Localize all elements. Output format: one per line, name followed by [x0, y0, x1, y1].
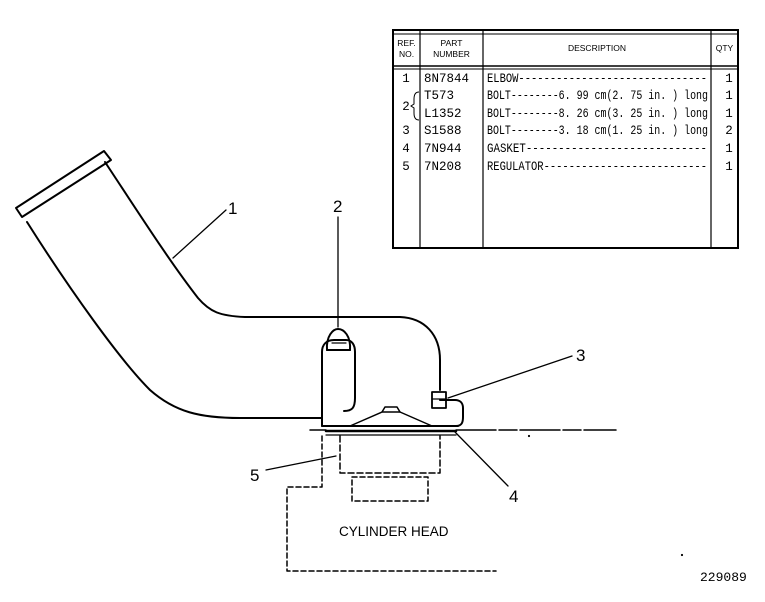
- row-3-part: S1588: [424, 124, 462, 138]
- leader-1: [172, 209, 227, 259]
- cylinder-head-label: CYLINDER HEAD: [339, 524, 449, 539]
- row-2b-qty: 1: [725, 107, 733, 121]
- row-1-qty: 1: [725, 72, 733, 86]
- table-body: 1 8N7844 ELBOW--------------------------…: [402, 72, 733, 174]
- header-part-line2: NUMBER: [433, 49, 470, 59]
- row-2a-qty: 1: [725, 89, 733, 103]
- callout-4: 4: [509, 487, 518, 506]
- gasket: [324, 429, 458, 436]
- boss-outline: [321, 339, 356, 419]
- cylinder-head-outline: [286, 435, 497, 572]
- leader-5: [265, 455, 337, 471]
- row-2a-desc: BOLT--------6. 99 cm(2. 75 in. ) long: [487, 89, 708, 103]
- header-description: DESCRIPTION: [568, 43, 626, 53]
- drawing: [15, 150, 684, 572]
- table-border: [392, 29, 739, 249]
- flange-center-nut: [381, 406, 401, 413]
- row-5-qty: 1: [725, 160, 733, 174]
- regulator-body: [339, 435, 441, 474]
- speck-1: [527, 434, 531, 438]
- callout-labels: 1 2 3 4 5: [228, 197, 585, 506]
- row-5-desc: REGULATOR--------------------------: [487, 160, 707, 174]
- row-1-desc: ELBOW------------------------------: [487, 72, 707, 86]
- elbow-outer-contour: [26, 221, 323, 419]
- row-4-ref: 4: [402, 142, 410, 156]
- header-part-line1: PART: [441, 38, 463, 48]
- row-2-group-ref: 2: [402, 100, 410, 114]
- regulator-lower: [351, 476, 429, 502]
- leader-4: [454, 431, 509, 487]
- row-4-part: 7N944: [424, 142, 462, 156]
- row-3-ref: 3: [402, 124, 410, 138]
- callout-3: 3: [576, 346, 585, 365]
- figure-number: 229089: [700, 570, 747, 585]
- header-ref-line2: NO.: [399, 49, 414, 59]
- callout-2: 2: [333, 197, 342, 216]
- row-4-qty: 1: [725, 142, 733, 156]
- row-3-qty: 2: [725, 124, 733, 138]
- elbow-flange: [15, 150, 112, 218]
- bolt-boss: [321, 339, 356, 419]
- header-ref-line1: REF.: [397, 38, 415, 48]
- speck-2: [680, 553, 684, 557]
- row-4-desc: GASKET----------------------------: [487, 142, 707, 156]
- table-header: REF. NO. PART NUMBER DESCRIPTION QTY: [397, 38, 733, 59]
- specks: [527, 434, 684, 557]
- ref-2-bracket: [410, 91, 420, 121]
- elbow-inner-contour: [104, 161, 441, 391]
- elbow-pipe: [15, 150, 441, 419]
- row-1-ref: 1: [402, 72, 410, 86]
- regulator: [339, 435, 441, 502]
- bolt-3-head: [431, 391, 447, 409]
- row-5-ref: 5: [402, 160, 410, 174]
- row-2b-part: L1352: [424, 107, 462, 121]
- bolt-2-dome: [325, 328, 352, 351]
- flange-plate: [321, 399, 464, 427]
- leader-lines: [172, 209, 573, 487]
- leader-3: [447, 355, 573, 399]
- mounting-flange: [321, 399, 464, 427]
- row-3-desc: BOLT--------3. 18 cm(1. 25 in. ) long: [487, 124, 708, 138]
- row-2a-part: T573: [424, 89, 454, 103]
- cylinder-head-dash: [286, 435, 497, 572]
- callout-1: 1: [228, 199, 237, 218]
- header-qty: QTY: [716, 43, 734, 53]
- parts-table: [392, 29, 739, 249]
- callout-5: 5: [250, 466, 259, 485]
- row-5-part: 7N208: [424, 160, 462, 174]
- row-2b-desc: BOLT--------8. 26 cm(3. 25 in. ) long: [487, 107, 708, 121]
- row-1-part: 8N7844: [424, 72, 469, 86]
- flange-center-seat: [349, 411, 433, 427]
- bolt-2: [325, 328, 352, 351]
- bolt-3: [431, 391, 447, 409]
